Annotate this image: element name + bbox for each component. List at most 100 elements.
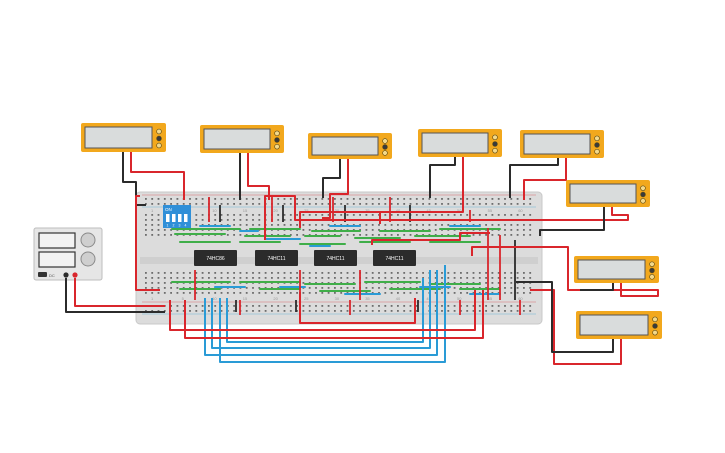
- breadboard-hole[interactable]: [485, 310, 487, 312]
- breadboard-hole[interactable]: [176, 292, 179, 294]
- breadboard-hole[interactable]: [346, 224, 349, 226]
- breadboard-hole[interactable]: [308, 272, 311, 274]
- breadboard-hole[interactable]: [264, 310, 267, 312]
- breadboard-hole[interactable]: [365, 305, 368, 307]
- breadboard-hole[interactable]: [195, 272, 198, 274]
- breadboard-hole[interactable]: [434, 224, 437, 226]
- breadboard-hole[interactable]: [289, 224, 292, 226]
- breadboard-hole[interactable]: [359, 224, 361, 226]
- breadboard-hole[interactable]: [453, 224, 456, 226]
- breadboard-hole[interactable]: [195, 198, 198, 200]
- breadboard-hole[interactable]: [283, 198, 286, 200]
- breadboard-hole[interactable]: [397, 198, 399, 200]
- breadboard-hole[interactable]: [510, 234, 513, 236]
- breadboard-hole[interactable]: [466, 198, 469, 200]
- breadboard-hole[interactable]: [472, 282, 475, 284]
- breadboard-hole[interactable]: [170, 282, 172, 284]
- breadboard-hole[interactable]: [397, 305, 399, 307]
- breadboard-hole[interactable]: [163, 282, 166, 284]
- breadboard-hole[interactable]: [289, 305, 292, 307]
- breadboard-hole[interactable]: [302, 214, 305, 216]
- breadboard-hole[interactable]: [359, 229, 361, 231]
- breadboard-hole[interactable]: [245, 287, 248, 289]
- breadboard-hole[interactable]: [170, 272, 172, 274]
- breadboard-hole[interactable]: [510, 282, 513, 284]
- breadboard-hole[interactable]: [365, 224, 368, 226]
- breadboard-hole[interactable]: [510, 203, 513, 205]
- breadboard-hole[interactable]: [214, 224, 217, 226]
- red-wire-bottom-c[interactable]: [299, 292, 416, 324]
- breadboard-hole[interactable]: [504, 214, 506, 216]
- breadboard-hole[interactable]: [264, 292, 267, 294]
- breadboard-hole[interactable]: [283, 310, 286, 312]
- breadboard-hole[interactable]: [258, 277, 261, 279]
- breadboard-hole[interactable]: [441, 234, 443, 236]
- breadboard-hole[interactable]: [302, 272, 305, 274]
- breadboard-hole[interactable]: [371, 310, 374, 312]
- breadboard-hole[interactable]: [195, 277, 198, 279]
- breadboard-hole[interactable]: [340, 277, 343, 279]
- breadboard-hole[interactable]: [378, 277, 380, 279]
- breadboard-hole[interactable]: [371, 234, 374, 236]
- breadboard-hole[interactable]: [271, 287, 273, 289]
- breadboard-hole[interactable]: [447, 305, 450, 307]
- breadboard-hole[interactable]: [201, 272, 204, 274]
- breadboard-hole[interactable]: [226, 234, 229, 236]
- breadboard-hole[interactable]: [453, 310, 456, 312]
- breadboard-hole[interactable]: [296, 224, 298, 226]
- breadboard-hole[interactable]: [327, 277, 330, 279]
- breadboard-hole[interactable]: [163, 198, 166, 200]
- breadboard-hole[interactable]: [497, 282, 500, 284]
- breadboard-hole[interactable]: [447, 214, 450, 216]
- breadboard-hole[interactable]: [315, 214, 317, 216]
- breadboard-hole[interactable]: [252, 214, 254, 216]
- breadboard-hole[interactable]: [201, 198, 204, 200]
- breadboard-hole[interactable]: [510, 287, 513, 289]
- breadboard-hole[interactable]: [289, 234, 292, 236]
- multimeter-1[interactable]: [81, 123, 166, 152]
- breadboard-hole[interactable]: [258, 272, 261, 274]
- breadboard-hole[interactable]: [151, 234, 154, 236]
- breadboard-hole[interactable]: [359, 310, 361, 312]
- breadboard-hole[interactable]: [208, 287, 210, 289]
- breadboard-hole[interactable]: [485, 292, 487, 294]
- psu-positive-wire[interactable]: [74, 278, 165, 307]
- breadboard-hole[interactable]: [264, 277, 267, 279]
- breadboard-hole[interactable]: [478, 292, 481, 294]
- breadboard-hole[interactable]: [277, 272, 280, 274]
- breadboard-hole[interactable]: [453, 272, 456, 274]
- breadboard-hole[interactable]: [409, 198, 412, 200]
- breadboard-hole[interactable]: [409, 272, 412, 274]
- breadboard-hole[interactable]: [384, 272, 387, 274]
- breadboard-hole[interactable]: [296, 203, 298, 205]
- breadboard-hole[interactable]: [258, 292, 261, 294]
- breadboard-hole[interactable]: [220, 277, 223, 279]
- breadboard-hole[interactable]: [478, 234, 481, 236]
- breadboard-hole[interactable]: [397, 234, 399, 236]
- breadboard-hole[interactable]: [277, 292, 280, 294]
- breadboard-hole[interactable]: [472, 272, 475, 274]
- breadboard-hole[interactable]: [529, 277, 532, 279]
- breadboard-hole[interactable]: [289, 272, 292, 274]
- breadboard-hole[interactable]: [415, 272, 418, 274]
- breadboard-hole[interactable]: [340, 203, 343, 205]
- breadboard-hole[interactable]: [334, 277, 336, 279]
- breadboard-hole[interactable]: [151, 282, 154, 284]
- breadboard-hole[interactable]: [516, 198, 519, 200]
- breadboard-hole[interactable]: [378, 287, 380, 289]
- breadboard-hole[interactable]: [308, 305, 311, 307]
- breadboard-hole[interactable]: [422, 234, 424, 236]
- breadboard-hole[interactable]: [302, 224, 305, 226]
- breadboard-hole[interactable]: [315, 305, 317, 307]
- breadboard-hole[interactable]: [371, 305, 374, 307]
- breadboard-hole[interactable]: [195, 203, 198, 205]
- breadboard-hole[interactable]: [529, 287, 532, 289]
- breadboard-hole[interactable]: [397, 214, 399, 216]
- breadboard-hole[interactable]: [422, 277, 424, 279]
- breadboard-hole[interactable]: [157, 310, 160, 312]
- breadboard-hole[interactable]: [170, 198, 172, 200]
- breadboard-hole[interactable]: [170, 234, 172, 236]
- breadboard-hole[interactable]: [447, 310, 450, 312]
- breadboard-hole[interactable]: [403, 292, 406, 294]
- breadboard-hole[interactable]: [390, 292, 393, 294]
